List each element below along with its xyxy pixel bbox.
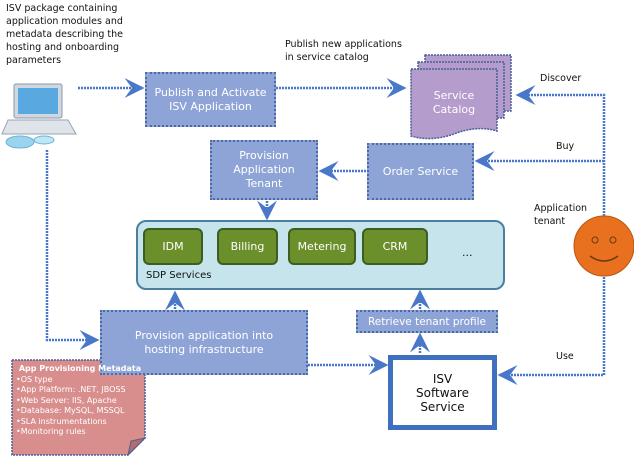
service-idm[interactable]: IDM [143, 228, 203, 265]
service-catalog-box[interactable]: Service Catalog [411, 80, 497, 125]
publish-activate-label: Publish and Activate ISV Application [154, 85, 267, 113]
arrow-laptop-to-provision [45, 150, 100, 350]
service-catalog-label: Service Catalog [432, 88, 476, 116]
arrow-discover [515, 85, 606, 222]
order-service-label: Order Service [382, 164, 459, 178]
order-service-box[interactable]: Order Service [367, 143, 474, 200]
service-crm[interactable]: CRM [362, 228, 428, 265]
service-billing[interactable]: Billing [217, 228, 278, 265]
metadata-item: •Database: MySQL, MSSQL [16, 406, 125, 415]
provision-hosting-box[interactable]: Provision application into hosting infra… [100, 310, 308, 375]
tenant-label: Application tenant [534, 203, 588, 227]
metadata-item: •Monitoring rules [16, 427, 86, 436]
publish-note: Publish new applications in service cata… [285, 39, 402, 63]
provision-tenant-box[interactable]: Provision Application Tenant [210, 140, 318, 200]
tenant-smiley-icon [573, 215, 634, 277]
metadata-item: •SLA instrumentations [16, 416, 107, 426]
isv-software-service-box[interactable]: ISV Software Service [388, 355, 497, 430]
metadata-item: •OS type [16, 374, 53, 384]
metadata-title: App Provisioning Metadata [18, 364, 142, 373]
arrow-use [497, 277, 606, 385]
sdp-services-title: SDP Services [146, 270, 212, 281]
use-label: Use [556, 351, 574, 362]
more-services: ... [462, 246, 473, 259]
service-metering[interactable]: Metering [288, 228, 356, 265]
service-catalog-shape [410, 54, 512, 140]
retrieve-tenant-box[interactable]: Retrieve tenant profile [356, 310, 498, 333]
buy-label: Buy [556, 141, 575, 152]
metadata-item: •App Platform: .NET, JBOSS [16, 385, 126, 394]
package-note: ISV package containing application modul… [6, 3, 123, 66]
retrieve-tenant-label: Retrieve tenant profile [367, 315, 487, 328]
isv-software-service-label: ISV Software Service [416, 371, 469, 414]
laptop-icon [1, 83, 77, 149]
provision-hosting-label: Provision application into hosting infra… [134, 328, 274, 356]
discover-label: Discover [540, 73, 582, 84]
metadata-item: •Web Server: IIS, Apache [16, 395, 117, 405]
metadata-note: App Provisioning Metadata •OS type •App … [16, 364, 144, 438]
publish-activate-box[interactable]: Publish and Activate ISV Application [145, 72, 276, 127]
provision-tenant-label: Provision Application Tenant [233, 149, 295, 190]
